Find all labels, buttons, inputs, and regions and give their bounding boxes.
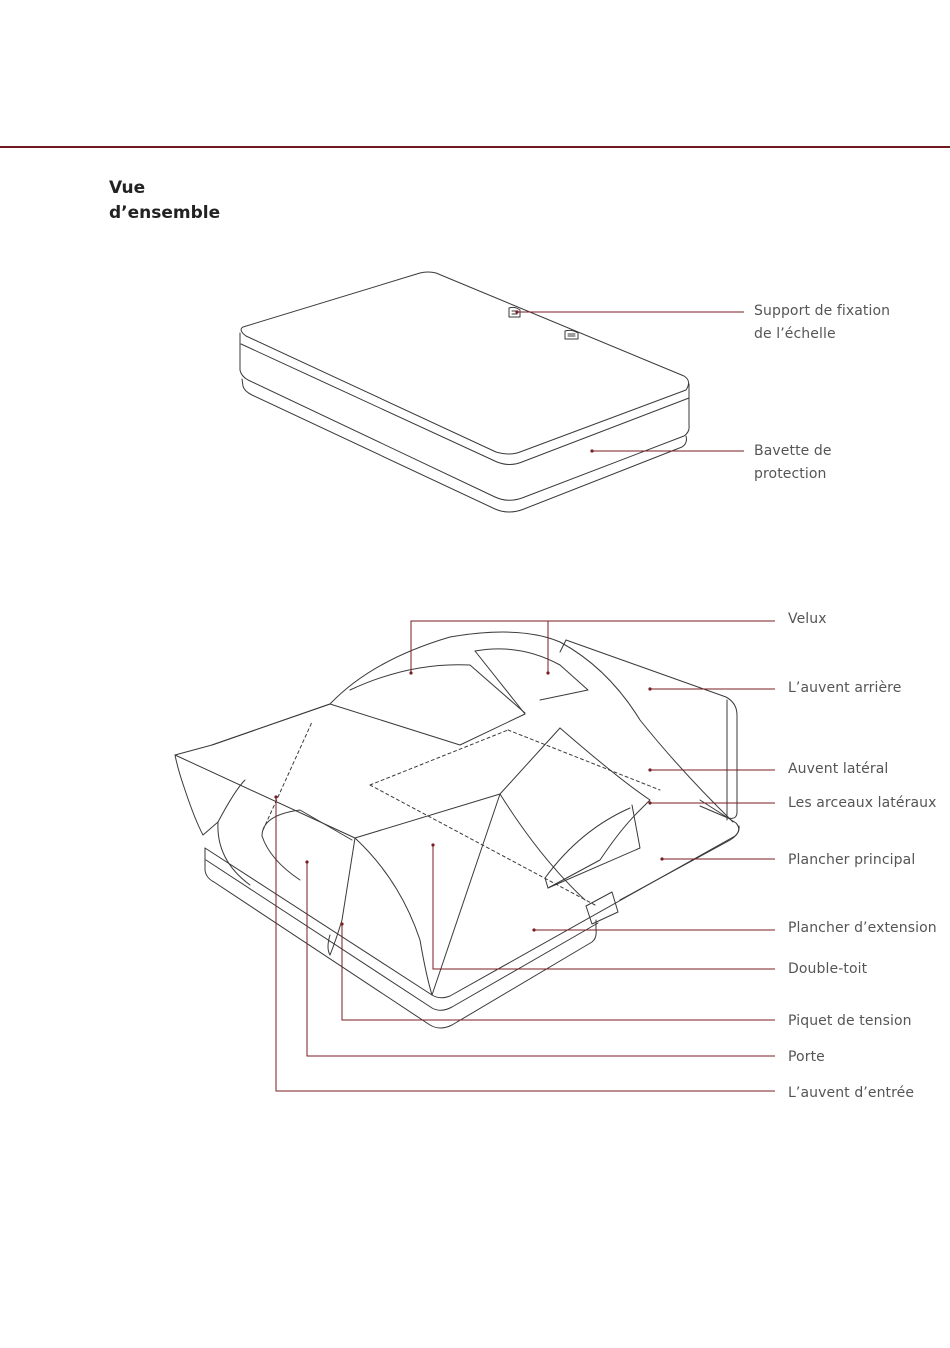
label-protective-flap-line1: Bavette de xyxy=(754,440,832,463)
label-side-poles: Les arceaux latéraux xyxy=(788,792,937,815)
label-fly-sheet: Double-toit xyxy=(788,958,867,981)
label-protective-flap-line2: protection xyxy=(754,463,832,486)
label-door: Porte xyxy=(788,1046,825,1069)
leader-tension-peg xyxy=(342,924,775,1020)
label-tension-peg: Piquet de tension xyxy=(788,1010,912,1033)
label-entry-awning: L’auvent d’entrée xyxy=(788,1082,914,1105)
label-rear-awning: L’auvent arrière xyxy=(788,677,901,700)
leader-entry-awning xyxy=(276,797,775,1091)
label-ladder-support-line2: de l’échelle xyxy=(754,323,890,346)
label-protective-flap: Bavette de protection xyxy=(754,440,832,486)
label-ladder-support: Support de fixation de l’échelle xyxy=(754,300,890,346)
label-main-floor: Plancher principal xyxy=(788,849,915,872)
label-ladder-support-line1: Support de fixation xyxy=(754,300,890,323)
closed-tent-drawing xyxy=(240,272,689,512)
label-side-awning: Auvent latéral xyxy=(788,758,888,781)
label-extension-floor: Plancher d’extension xyxy=(788,917,937,940)
label-velux: Velux xyxy=(788,608,827,631)
